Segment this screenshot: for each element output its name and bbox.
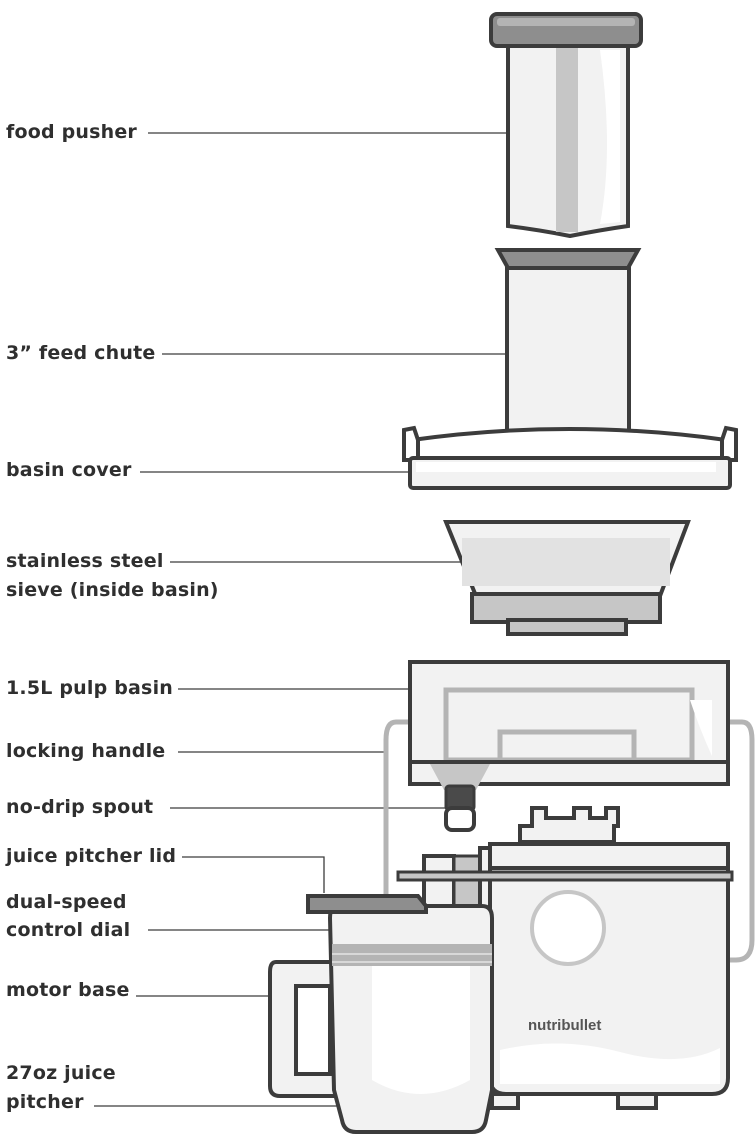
label-pulp-basin: 1.5L pulp basin <box>6 677 174 699</box>
no-drip-spout <box>430 764 490 832</box>
feed-chute <box>494 248 642 434</box>
label-food-pusher: food pusher <box>6 121 138 143</box>
basin-cover <box>402 425 738 490</box>
leader-pitcher-lid <box>182 856 325 893</box>
label-dial-line1: dual-speed <box>6 891 127 913</box>
label-sieve-line1: stainless steel <box>6 550 164 572</box>
label-basin-cover: basin cover <box>6 459 132 481</box>
pulp-basin <box>408 660 730 786</box>
label-sieve-line2: sieve (inside basin) <box>6 579 219 601</box>
brand-logo-text: nutribullet <box>528 1017 602 1034</box>
stainless-steel-sieve <box>443 520 691 636</box>
label-feed-chute: 3” feed chute <box>6 342 156 364</box>
label-no-drip-spout: no-drip spout <box>6 796 154 818</box>
juice-pitcher <box>268 894 494 1134</box>
label-pitcher-line2: pitcher <box>6 1091 84 1113</box>
label-pitcher-lid: juice pitcher lid <box>6 845 177 867</box>
label-motor-base: motor base <box>6 979 130 1001</box>
motor-base <box>396 806 734 1110</box>
label-dial-line2: control dial <box>6 919 131 941</box>
food-pusher <box>489 12 643 239</box>
label-locking-handle: locking handle <box>6 740 166 762</box>
label-pitcher-line1: 27oz juice <box>6 1062 116 1084</box>
control-dial <box>530 890 606 966</box>
